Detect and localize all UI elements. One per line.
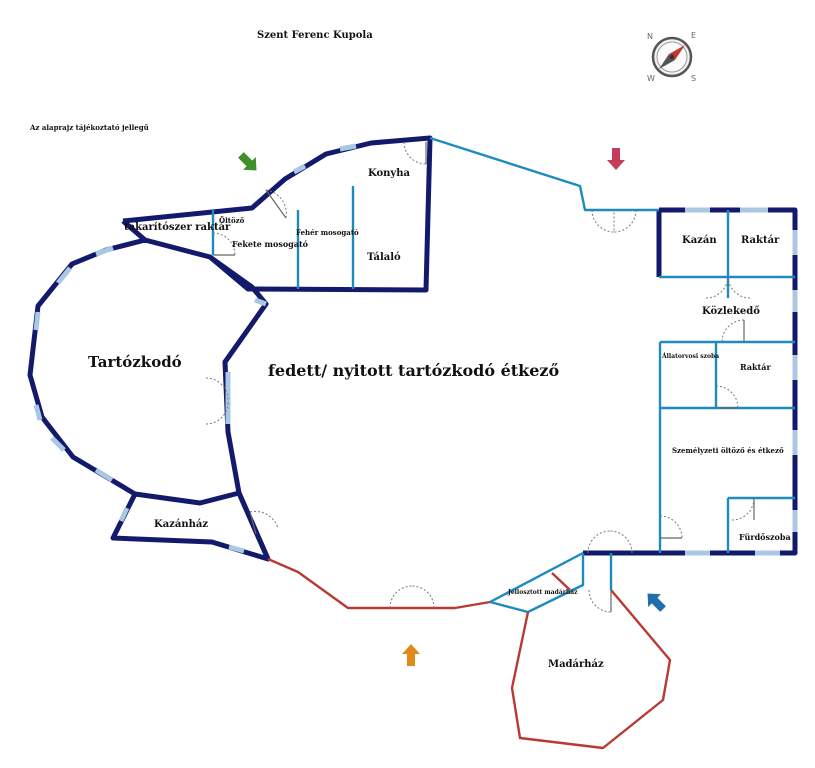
page-title: Szent Ferenc Kupola xyxy=(257,30,373,41)
arrow-up-left-icon xyxy=(647,593,666,612)
arrow-up-icon xyxy=(402,644,420,666)
room-label-jelloszott-madarhaz: Jellosztott madárház xyxy=(507,589,578,596)
room-label-feher-mosogato: Fehér mosogató xyxy=(296,228,359,237)
main-outer-walls xyxy=(27,135,798,562)
room-label-takaritoszer-raktar: takarítószer raktár xyxy=(124,222,231,233)
room-label-allatorvosi-szoba: Állatorvosi szoba xyxy=(661,353,719,360)
room-label-fekete-mosogato: Fekete mosogató xyxy=(232,239,309,249)
svg-text:N: N xyxy=(647,32,653,41)
room-label-raktar-top: Raktár xyxy=(741,235,780,246)
disclaimer-note: Az alaprajz tájékoztató jellegű xyxy=(29,123,149,132)
room-label-tartozkodo: Tartózkodó xyxy=(88,353,182,371)
arrow-down-icon xyxy=(238,152,257,171)
windows xyxy=(33,143,798,556)
room-label-raktar-mid: Raktár xyxy=(740,362,771,372)
room-label-szemelyzeti: Személyzeti öltöző és étkező xyxy=(672,446,784,455)
svg-text:S: S xyxy=(691,74,696,83)
room-label-furdoszoba: Fürdőszoba xyxy=(739,532,791,542)
room-label-konyha: Konyha xyxy=(368,168,410,179)
svg-text:E: E xyxy=(691,31,696,40)
room-label-kozlekedo: Közlekedő xyxy=(702,306,760,317)
room-label-talalo: Tálaló xyxy=(367,252,401,263)
room-label-madarhaz: Madárház xyxy=(548,659,604,670)
room-label-etkezo: fedett/ nyitott tartózkodó étkező xyxy=(268,361,559,380)
room-label-kazanhaz: Kazánház xyxy=(154,519,208,530)
compass-icon: N E S W xyxy=(647,31,696,83)
arrow-down-icon xyxy=(607,148,625,170)
inner-walls xyxy=(211,136,795,614)
svg-text:W: W xyxy=(647,74,655,83)
room-label-oltozo: Öltöző xyxy=(219,216,245,225)
bird-house-walls xyxy=(267,557,672,750)
doors xyxy=(205,141,755,613)
room-label-kazan: Kazán xyxy=(682,235,717,246)
